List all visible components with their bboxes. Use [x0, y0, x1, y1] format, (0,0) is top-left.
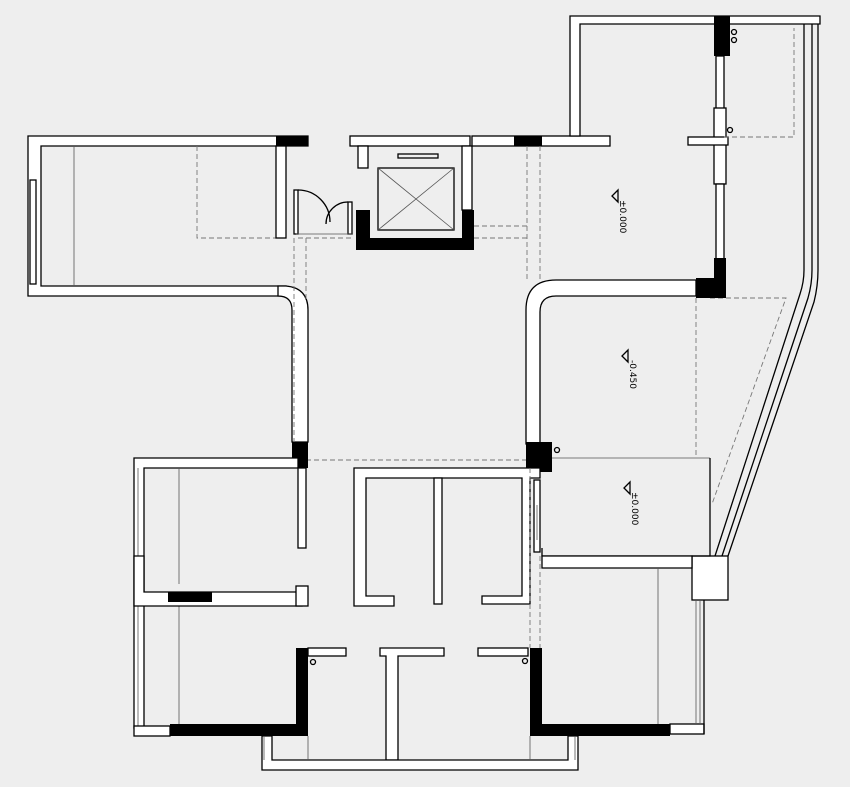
wall-core-top	[349, 135, 471, 147]
column-lower-right	[530, 648, 542, 736]
lower-right-room	[541, 555, 705, 734]
svg-text:±0.000: ±0.000	[617, 200, 627, 234]
wall-closet-outline	[353, 467, 541, 607]
wall-bottom-balcony	[261, 735, 579, 771]
right-balcony	[691, 24, 819, 601]
elevator-shaft	[377, 167, 455, 231]
svg-text:±0.000: ±0.000	[629, 492, 639, 526]
wall-bath-divider	[379, 647, 445, 761]
wall-closet-divider	[433, 477, 443, 605]
wall-corridor-left	[277, 285, 309, 443]
corridor	[277, 225, 726, 472]
column-upper-right	[714, 16, 730, 56]
wall-upper-left-outer	[27, 135, 309, 297]
central-closets	[353, 467, 541, 607]
column-corridor-right	[526, 442, 552, 472]
wall-upper-right-stub	[687, 136, 729, 146]
upper-left-room	[27, 135, 309, 297]
middle-right-room	[533, 298, 711, 557]
level-mark-1: ±0.000	[611, 188, 627, 234]
level-mark-3: ±0.000	[623, 480, 639, 526]
upper-right-room	[471, 15, 821, 282]
wall-upper-left-right	[275, 145, 287, 239]
lower-left-room	[133, 457, 309, 737]
level-mark-2: -0.450	[621, 348, 637, 389]
wall-lower-right-top	[541, 555, 693, 569]
window-upper-left	[29, 179, 37, 285]
column-lower-left-divider	[168, 592, 212, 602]
column-corridor-right-top	[696, 278, 726, 298]
svg-text:-0.450: -0.450	[627, 360, 637, 389]
wall-upper-right-outer	[569, 15, 821, 137]
column-lower-left	[296, 648, 308, 736]
balcony-post	[691, 555, 729, 601]
elevator-core	[349, 135, 474, 250]
lower-middle-rooms	[170, 468, 705, 771]
wall-lower-left-divider	[133, 555, 303, 607]
entry-door[interactable]	[293, 189, 353, 235]
wall-corridor-right	[525, 279, 697, 445]
column-upper-left	[276, 136, 308, 146]
